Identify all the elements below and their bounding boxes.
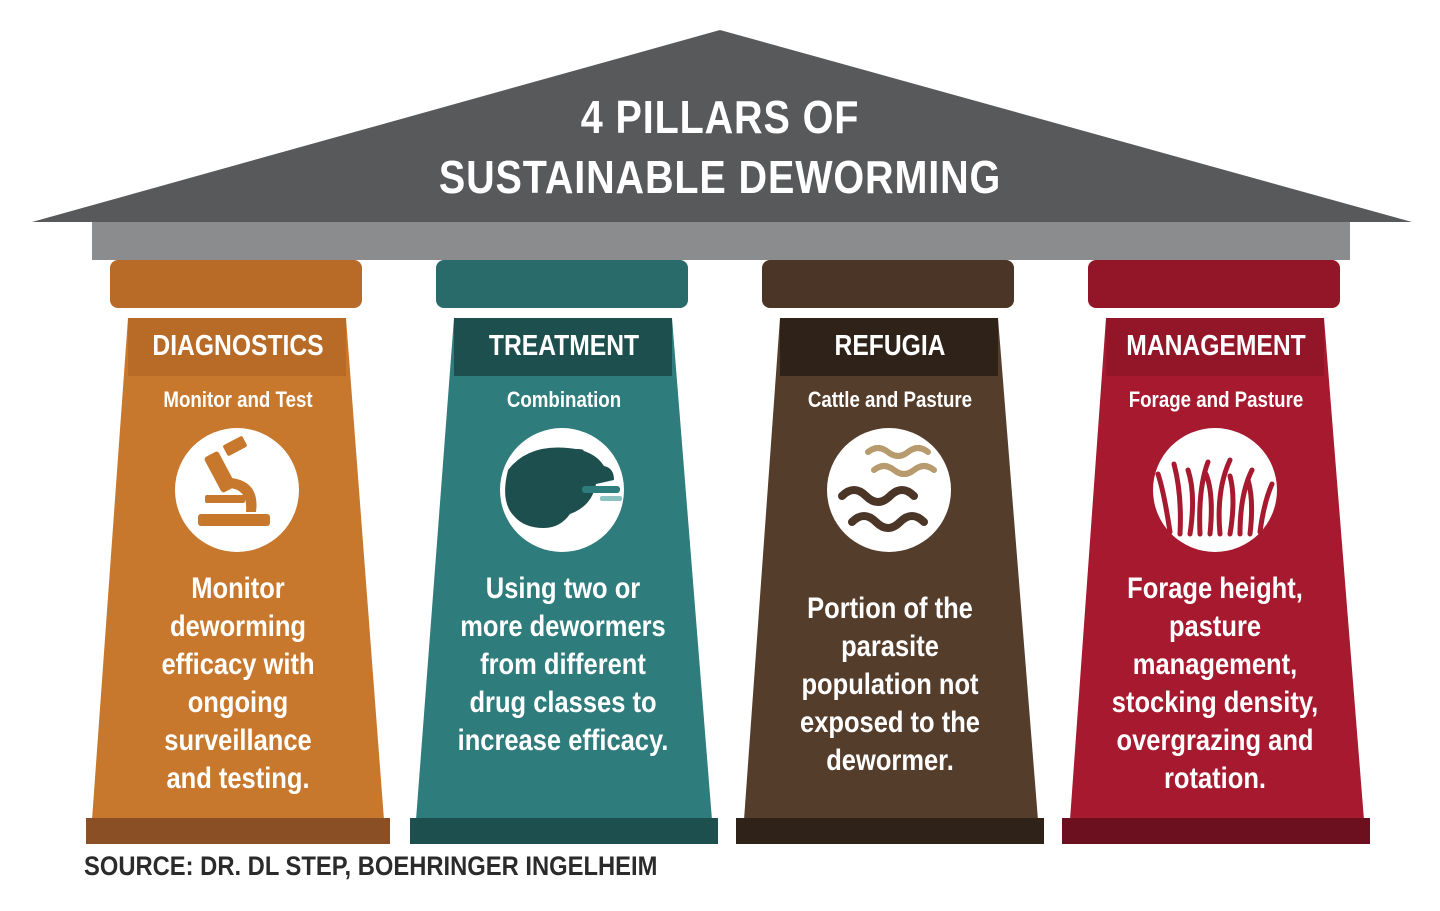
parasite-worms-icon [838,445,937,532]
pillar-shaft [92,318,384,820]
pillar-base [86,818,390,844]
grass-icon [1155,457,1275,537]
pillar-capital [110,260,362,308]
pillar-subtitle-treatment: Combination [506,387,622,412]
pillar-title-management: MANAGEMENT [1126,330,1306,362]
pillar-base [410,818,718,844]
source-credit: SOURCE: DR. DL STEP, BOEHRINGER INGELHEI… [84,851,658,881]
pillar-capital [1088,260,1340,308]
pillar-header-band [454,318,672,376]
pillar-diagnostics [86,260,390,844]
microscope-icon [198,436,270,526]
pillar-body-diagnostics: Monitor deworming efficacy with ongoing … [161,572,315,795]
pillar-header-band [128,318,346,376]
icon-circle [1153,428,1277,552]
pillar-body-management: Forage height, pasture management, stock… [1111,572,1319,795]
pillar-shaft [416,318,712,820]
pillar-title-treatment: TREATMENT [488,330,640,362]
roof-title-line-2: SUSTAINABLE DEWORMING [438,151,1002,203]
pillar-body-refugia: Portion of the parasite population not e… [800,592,980,777]
pillar-base [736,818,1044,844]
pillar-subtitle-diagnostics: Monitor and Test [163,387,313,412]
pillar-body-treatment: Using two or more dewormers from differe… [457,572,669,757]
pillar-header-band [1106,318,1324,376]
pillar-capital [762,260,1014,308]
pillar-title-refugia: REFUGIA [834,330,946,362]
pillar-shaft [744,318,1038,820]
pillar-base [1062,818,1370,844]
pillar-title-diagnostics: DIAGNOSTICS [152,330,324,362]
pillar-management [1062,260,1370,844]
pillar-shaft [1070,318,1364,820]
pillar-subtitle-management: Forage and Pasture [1128,387,1304,412]
pillar-subtitle-refugia: Cattle and Pasture [807,387,973,412]
roof-beam [92,222,1350,260]
roof [32,30,1412,222]
pillar-header-band [780,318,998,376]
roof-title-line-1: 4 PILLARS OF [580,91,860,143]
pillar-capital [436,260,688,308]
cow-dosing-icon [505,447,622,528]
